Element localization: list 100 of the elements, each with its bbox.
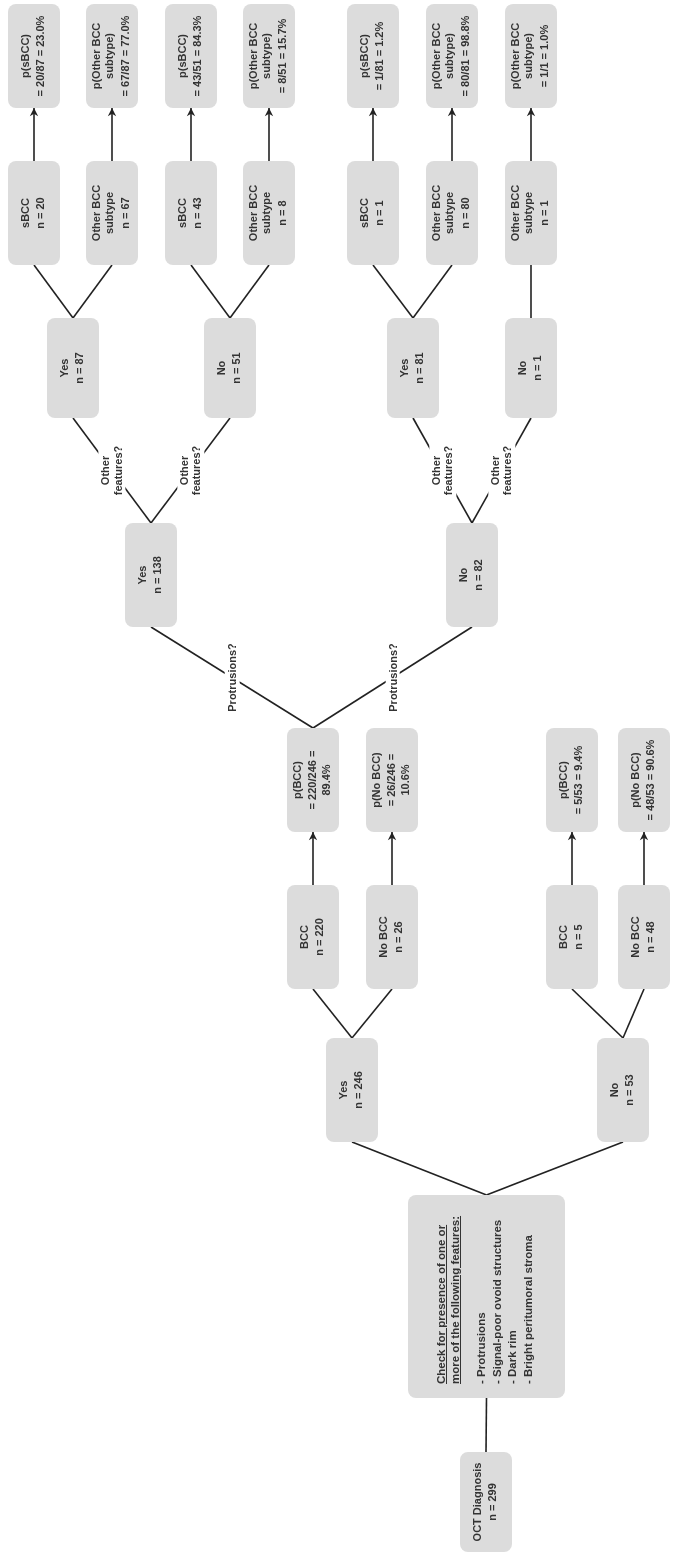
box-count: n = 48	[644, 921, 657, 953]
process-box	[505, 161, 557, 265]
arrow	[567, 831, 577, 886]
box-count: = 80/81 = 98.8%	[458, 15, 472, 97]
box-title: Other BCC subtype	[90, 183, 117, 244]
process-box	[366, 885, 418, 989]
box-title: p(Other BCC subtype)	[430, 21, 457, 92]
box-count: n = 20	[34, 197, 47, 229]
arrow	[264, 107, 274, 162]
process-box	[366, 728, 418, 832]
box-count: n = 220	[313, 918, 326, 956]
box-count: n = 43	[191, 197, 204, 229]
box-count: n = 1	[537, 200, 551, 226]
box-count: = 67/87 = 77.0%	[118, 15, 132, 97]
process-box	[47, 318, 99, 418]
process-box	[446, 523, 498, 627]
box-title: p(Other BCC subtype)	[247, 21, 274, 92]
box-title: BCC	[556, 925, 570, 949]
process-box	[505, 4, 557, 108]
arrow	[107, 107, 117, 162]
box-count: = 26/246 = 10.6%	[385, 752, 412, 809]
box-title: OCT Diagnosis	[470, 1462, 484, 1542]
box-title: No BCC	[376, 916, 390, 958]
box-count: = 1/1 = 1.0%	[537, 24, 551, 88]
box-count: = 8/51 = 15.7%	[275, 18, 289, 94]
box-title: p(sBCC)	[175, 34, 189, 78]
process-box	[165, 4, 217, 108]
box-count: n = 8	[275, 200, 289, 226]
process-box	[347, 4, 399, 108]
box-count: n = 246	[352, 1071, 365, 1109]
box-count: = 48/53 = 90.6%	[644, 739, 657, 821]
box-title: p(Other BCC subtype)	[509, 21, 536, 92]
list-item: - Dark rim	[506, 1330, 520, 1384]
box-title: p(No BCC)	[370, 752, 384, 808]
box-count: n = 80	[458, 197, 472, 229]
process-box	[243, 161, 295, 265]
box-title: p(sBCC)	[357, 34, 371, 78]
connector-line	[312, 988, 353, 1039]
process-box	[243, 4, 295, 108]
box-title: No	[607, 1082, 621, 1098]
arrow	[387, 831, 397, 886]
connector-line	[190, 264, 231, 319]
connector-line	[571, 988, 624, 1039]
box-title: p(No BCC)	[628, 752, 642, 808]
box-title: p(Other BCC subtype)	[90, 21, 117, 92]
box-title: Other BCC subtype	[509, 183, 536, 244]
box-count: n = 82	[472, 559, 485, 591]
connector-line	[412, 264, 453, 319]
process-box	[347, 161, 399, 265]
process-box	[8, 4, 60, 108]
connector-line	[72, 264, 113, 319]
box-title: sBCC	[357, 198, 371, 228]
arrow	[526, 107, 536, 162]
process-box	[618, 728, 670, 832]
process-box	[546, 728, 598, 832]
box-count: n = 1	[373, 200, 386, 226]
box-title: p(BCC)	[556, 761, 570, 799]
box-heading: Check for presence of one or more of the following features:	[435, 1214, 462, 1384]
connector-line	[351, 1141, 488, 1196]
box-title: No BCC	[628, 916, 642, 958]
arrow	[639, 831, 649, 886]
connector-line	[312, 626, 473, 729]
arrow	[186, 107, 196, 162]
process-box	[326, 1038, 378, 1142]
box-count: n = 53	[623, 1074, 636, 1106]
process-box	[287, 885, 339, 989]
process-box	[505, 318, 557, 418]
list-item: - Protrusions	[474, 1312, 488, 1384]
arrow	[368, 107, 378, 162]
process-box	[125, 523, 177, 627]
box-count: n = 87	[73, 352, 86, 384]
process-box	[546, 885, 598, 989]
connector-line	[351, 988, 393, 1039]
process-box	[165, 161, 217, 265]
process-box	[618, 885, 670, 989]
connector-line	[622, 988, 645, 1039]
box-title: BCC	[297, 925, 311, 949]
box-count: = 20/87 = 23.0%	[34, 15, 47, 97]
connector-line	[485, 1141, 624, 1196]
process-box	[86, 4, 138, 108]
process-box	[86, 161, 138, 265]
box-title: No	[214, 360, 228, 376]
box-count: n = 51	[230, 352, 243, 384]
connector-line	[485, 1397, 488, 1453]
list-item: - Signal-poor ovoid structures	[490, 1219, 504, 1384]
box-title: Yes	[336, 1080, 350, 1100]
box-count: n = 299	[486, 1483, 499, 1521]
connector-line	[150, 626, 314, 729]
process-box	[287, 728, 339, 832]
connector-line	[530, 264, 532, 319]
criteria-box	[408, 1195, 565, 1398]
arrow	[447, 107, 457, 162]
box-title: Yes	[397, 358, 411, 378]
list-item: - Bright peritumoral stroma	[522, 1235, 536, 1384]
box-title: No	[456, 567, 470, 583]
box-count: n = 5	[572, 924, 585, 950]
process-box	[426, 4, 478, 108]
arrow	[308, 831, 318, 886]
box-title: Yes	[135, 565, 149, 585]
connector-line	[33, 264, 74, 319]
